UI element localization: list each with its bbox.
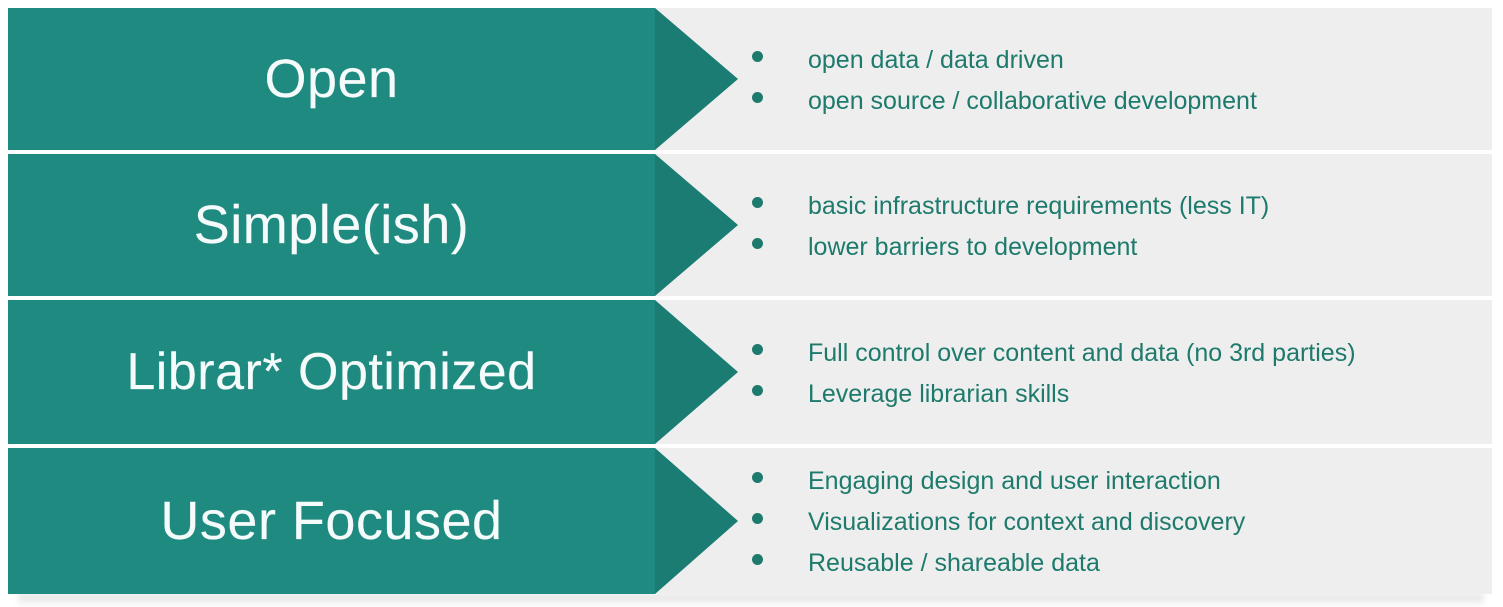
bullet-text: Engaging design and user interaction: [808, 467, 1221, 495]
bullet-dot-icon: [752, 196, 763, 208]
bullet-text: open data / data driven: [808, 45, 1064, 74]
bullet-dot-icon: [752, 384, 763, 396]
arrow-label: User Focused: [160, 491, 503, 551]
arrow-head-icon: [655, 8, 738, 150]
bullet-list: open data / data driven open source / col…: [752, 8, 1492, 150]
arrow-body: [8, 8, 655, 150]
arrow-body: [8, 448, 655, 594]
principle-row: User Focused Engaging design and user int…: [0, 448, 1503, 594]
bullet-dot-icon: [752, 50, 763, 62]
arrow-label: Open: [264, 49, 399, 109]
list-item: lower barriers to development: [752, 231, 1492, 263]
arrow-head-icon: [655, 154, 738, 296]
arrow-shape: Open: [8, 8, 738, 150]
arrow-head-icon: [655, 300, 738, 444]
principle-row: Open open data / data driven open source /…: [0, 8, 1503, 150]
bullet-dot-icon: [752, 91, 763, 103]
bullet-dot-icon: [752, 343, 763, 355]
list-item: open source / collaborative development: [752, 85, 1492, 117]
bullet-text: basic infrastructure requirements (less …: [808, 191, 1270, 220]
list-item: Visualizations for context and discovery: [752, 506, 1492, 538]
base-shadow: [18, 594, 1484, 607]
bullet-list: basic infrastructure requirements (less …: [752, 154, 1492, 296]
arrow-shape: Simple(ish): [8, 154, 738, 296]
list-item: Reusable / shareable data: [752, 547, 1492, 579]
bullet-dot-icon: [752, 237, 763, 249]
bullet-list: Full control over content and data (no 3…: [752, 300, 1492, 444]
arrow-shape: User Focused: [8, 448, 738, 594]
principle-row: Librar* Optimized Full control over conte…: [0, 300, 1503, 444]
arrow-body: [8, 154, 655, 296]
bullet-text: Leverage librarian skills: [808, 379, 1070, 408]
arrow-head-icon: [655, 448, 738, 594]
bullet-text: open source / collaborative development: [808, 86, 1257, 115]
principle-row: Simple(ish) basic infrastructure requirem…: [0, 154, 1503, 296]
bullet-text: Visualizations for context and discovery: [808, 508, 1246, 536]
list-item: Full control over content and data (no 3…: [752, 337, 1492, 369]
bullet-dot-icon: [752, 513, 763, 524]
bullet-text: Reusable / shareable data: [808, 549, 1100, 577]
arrow-label: Librar* Optimized: [126, 343, 537, 401]
arrow-label: Simple(ish): [193, 195, 470, 255]
bullet-text: lower barriers to development: [808, 232, 1138, 261]
list-item: Engaging design and user interaction: [752, 465, 1492, 497]
bullet-text: Full control over content and data (no 3…: [808, 338, 1356, 367]
arrow-shape: Librar* Optimized: [8, 300, 738, 444]
list-item: basic infrastructure requirements (less …: [752, 190, 1492, 222]
list-item: open data / data driven: [752, 44, 1492, 76]
bullet-dot-icon: [752, 472, 763, 483]
list-item: Leverage librarian skills: [752, 378, 1492, 410]
arrow-body: [8, 300, 655, 444]
bullet-dot-icon: [752, 554, 763, 565]
